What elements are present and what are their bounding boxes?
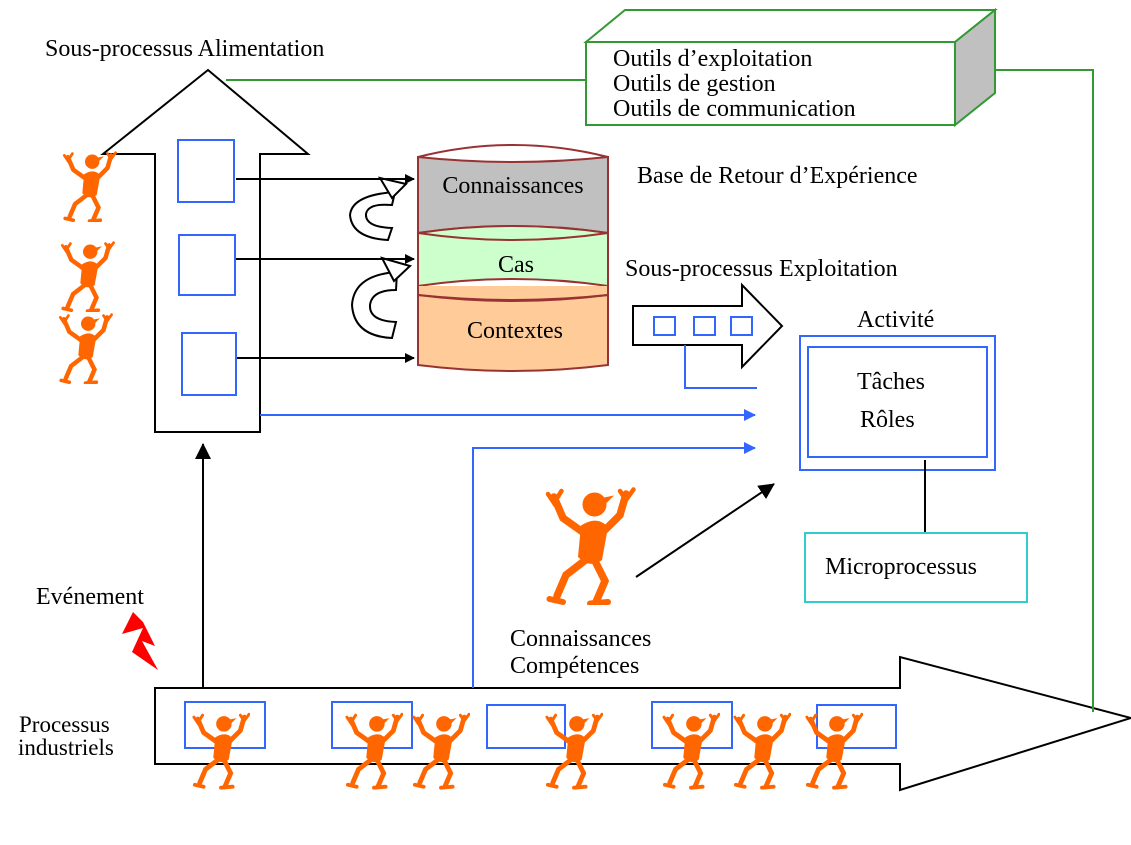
db-layer-cas: Cas bbox=[498, 252, 534, 278]
knowledge-label: Connaissances bbox=[510, 626, 651, 652]
process-to-activity-arrow bbox=[472, 442, 756, 688]
exploitation-subprocess-label: Sous-processus Exploitation bbox=[625, 256, 898, 282]
running-person-icon bbox=[548, 490, 634, 604]
feeding-subprocess-label: Sous-processus Alimentation bbox=[45, 36, 324, 62]
event-label: Evénement bbox=[36, 584, 144, 610]
roles-label: Rôles bbox=[860, 407, 915, 433]
running-person-icon bbox=[64, 153, 115, 221]
exploitation-step-box bbox=[730, 316, 753, 336]
process-label: Processus bbox=[19, 712, 110, 737]
running-person-icon bbox=[62, 243, 113, 311]
industrial-process-arrow bbox=[154, 655, 1131, 792]
lightning-bolt-icon bbox=[122, 612, 158, 670]
microprocess-box bbox=[804, 532, 1028, 603]
activity-box-inner bbox=[807, 346, 988, 458]
tools-line-gestion: Outils de gestion bbox=[613, 71, 776, 97]
tools-line-communication: Outils de communication bbox=[613, 96, 856, 122]
industrial-label: industriels bbox=[18, 735, 114, 760]
db-layer-contextes: Contextes bbox=[467, 318, 563, 344]
person-to-activity-arrow bbox=[635, 483, 775, 578]
feeding-step-box bbox=[181, 332, 237, 396]
experience-database bbox=[417, 144, 609, 372]
activity-label: Activité bbox=[857, 307, 934, 333]
tools-line-exploitation: Outils d’exploitation bbox=[613, 46, 812, 72]
tools-box: Outils d’exploitation Outils de gestion … bbox=[583, 7, 998, 128]
feeding-step-box bbox=[178, 234, 236, 296]
curved-arrow-icon bbox=[350, 256, 412, 340]
db-layer-connaissances: Connaissances bbox=[442, 173, 583, 199]
feeding-step-box bbox=[177, 139, 235, 203]
tools-link-line-right bbox=[972, 69, 1094, 712]
running-person-icon bbox=[60, 315, 111, 383]
curved-arrow-icon bbox=[348, 176, 408, 242]
database-title: Base de Retour d’Expérience bbox=[637, 163, 918, 189]
competences-label: Compétences bbox=[510, 653, 639, 679]
exploitation-link-line bbox=[684, 345, 757, 389]
tasks-label: Tâches bbox=[857, 369, 925, 395]
exploitation-step-box bbox=[653, 316, 676, 336]
microprocess-label: Microprocessus bbox=[825, 554, 977, 580]
exploitation-step-box bbox=[693, 316, 716, 336]
